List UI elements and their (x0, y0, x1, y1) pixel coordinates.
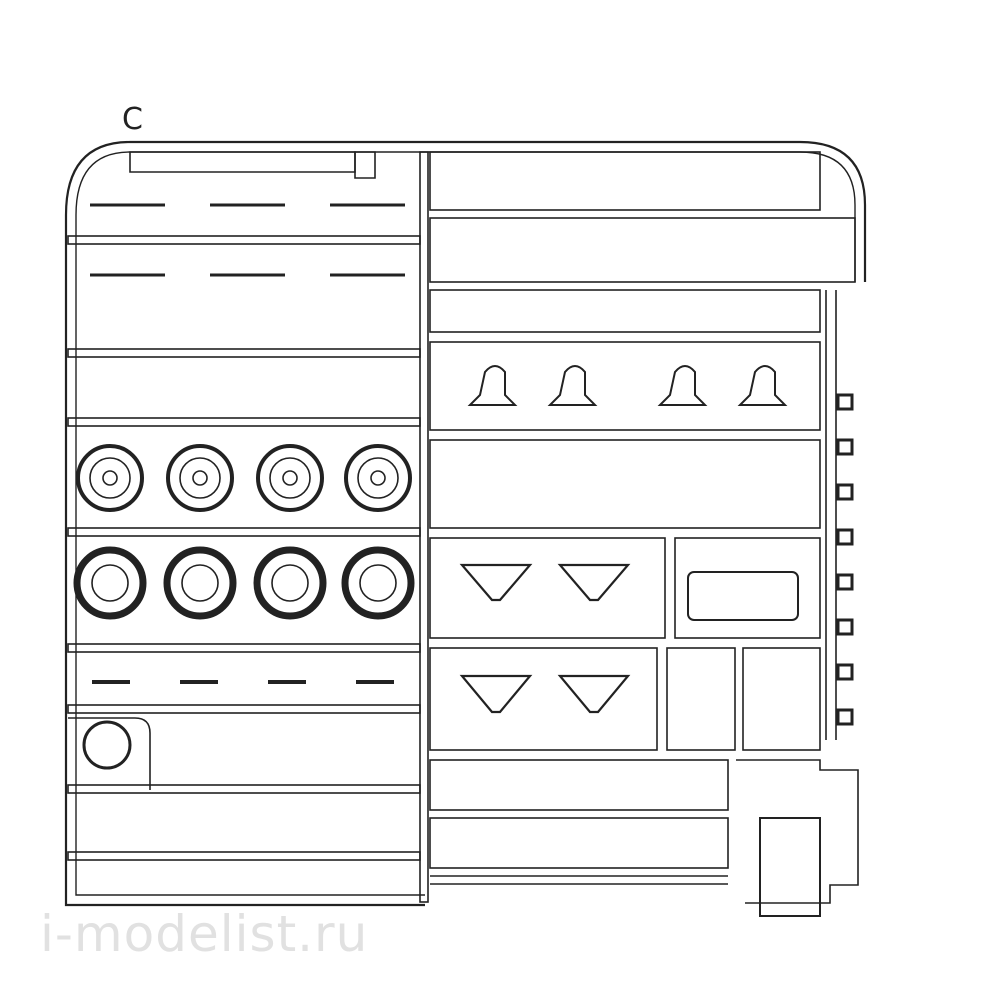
left-dividers (67, 151, 429, 903)
suspension-arms (459, 563, 631, 714)
right-boxes (429, 151, 859, 904)
wheels-row-1 (76, 444, 412, 512)
shock-absorbers (90, 203, 405, 277)
top-bar (129, 151, 356, 173)
gate-tab (354, 151, 376, 179)
sprue-label: C (122, 102, 143, 137)
sprue-frame (64, 140, 867, 907)
watermark: i-modelist.ru (40, 905, 369, 963)
battery-box (759, 817, 821, 917)
sprue-frame-inner (75, 151, 856, 896)
wheels-row-2 (73, 546, 415, 620)
side-hubs (836, 393, 854, 726)
round-grille (82, 720, 132, 770)
panel-part (687, 571, 799, 621)
seats (467, 365, 788, 406)
